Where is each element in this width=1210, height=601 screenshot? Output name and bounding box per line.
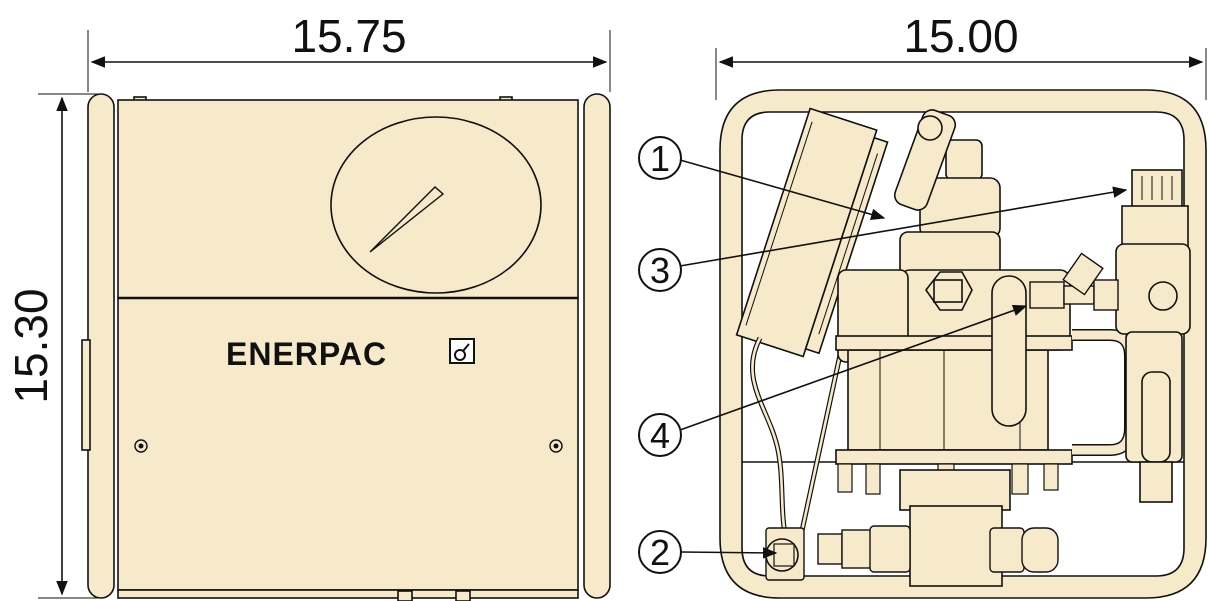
inlet-fittings bbox=[1029, 252, 1119, 311]
svg-text:2: 2 bbox=[650, 532, 670, 573]
right-frame-rail bbox=[583, 93, 611, 599]
front-height-label: 15.30 bbox=[5, 288, 57, 403]
left-frame-rail bbox=[87, 93, 115, 599]
svg-text:3: 3 bbox=[650, 250, 670, 291]
callout-2: 2 bbox=[638, 530, 778, 574]
front-screw-left bbox=[134, 439, 148, 453]
front-height-dimension: 15.30 bbox=[5, 93, 100, 599]
svg-text:1: 1 bbox=[650, 138, 670, 179]
air-regulator bbox=[893, 109, 1001, 277]
front-screw-right bbox=[549, 439, 563, 453]
side-width-dimension: 15.00 bbox=[715, 10, 1207, 100]
pressure-gauge bbox=[330, 116, 542, 294]
side-view: 15.00 bbox=[715, 10, 1207, 599]
front-lower-panel bbox=[117, 297, 579, 591]
front-width-label: 15.75 bbox=[291, 10, 406, 62]
brand-logo-text: ENERPAC bbox=[226, 336, 387, 372]
air-filter bbox=[1115, 169, 1191, 503]
enerpac-logo: ENERPAC bbox=[226, 336, 475, 372]
callout-3: 3 bbox=[638, 186, 1128, 292]
outlet-fittings bbox=[765, 525, 1059, 581]
gauge-needle bbox=[369, 186, 445, 253]
pump-body bbox=[835, 269, 1136, 587]
side-frame bbox=[719, 89, 1207, 599]
callout-4: 4 bbox=[638, 304, 1028, 457]
side-gauge-panel bbox=[735, 107, 889, 358]
front-view: 15.75 15.30 ENERPAC bbox=[5, 10, 611, 601]
side-width-label: 15.00 bbox=[903, 10, 1018, 62]
front-width-dimension: 15.75 bbox=[87, 10, 611, 92]
svg-text:4: 4 bbox=[650, 415, 670, 456]
callout-1: 1 bbox=[638, 136, 886, 220]
